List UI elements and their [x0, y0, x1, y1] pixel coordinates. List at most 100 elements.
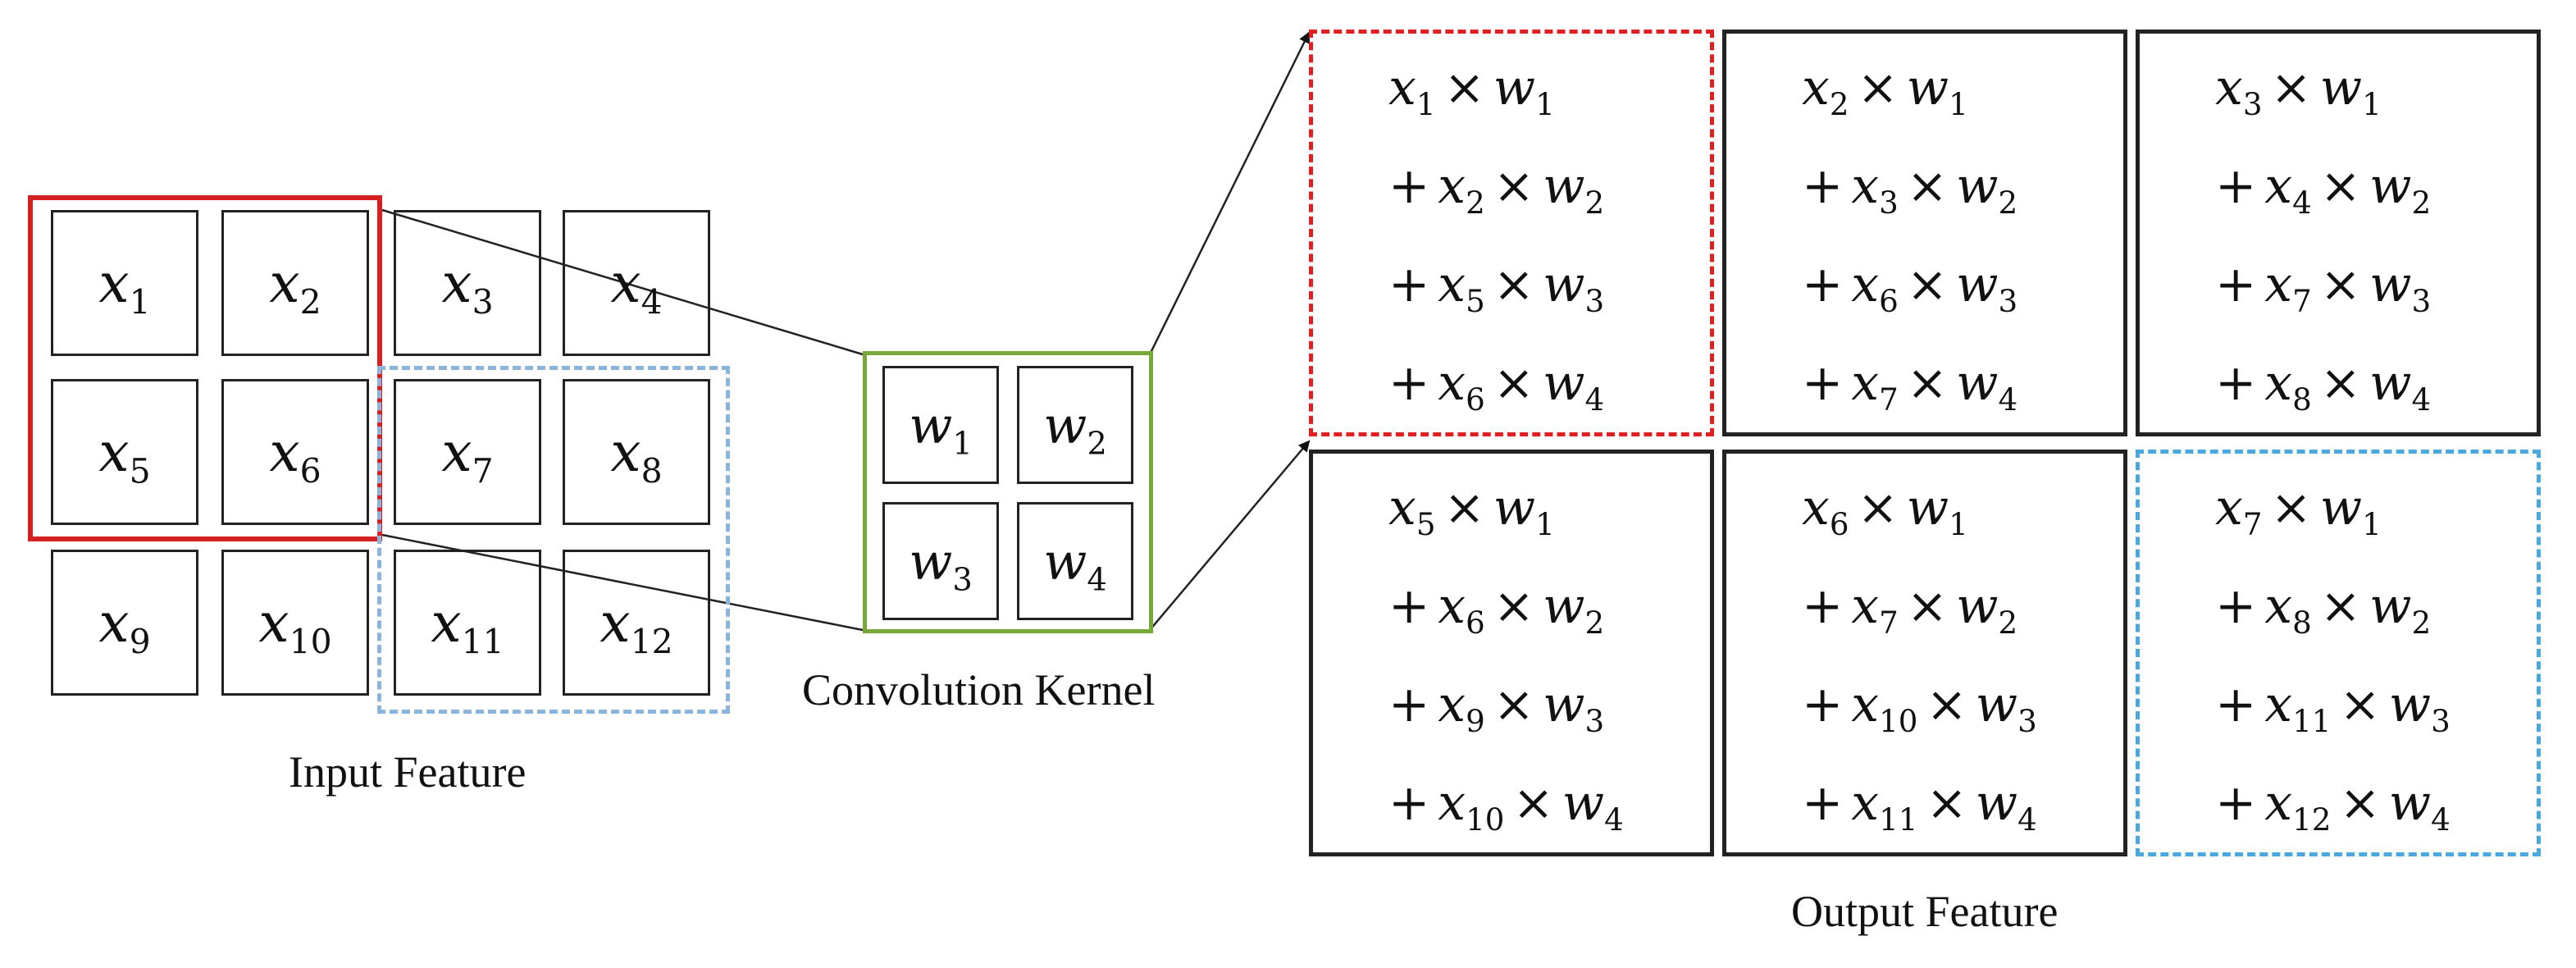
term-weight-w3: w3	[2369, 256, 2432, 320]
input-cell-x8: x8	[563, 379, 710, 525]
input-value-x5: x5	[98, 420, 151, 491]
output-cell-1: x1×w1 +x2×w2 +x5×w3 +x6×w4	[1309, 30, 1714, 436]
input-value-x12: x12	[600, 591, 673, 661]
output-term-1: x3×w1	[2215, 59, 2382, 123]
input-feature-caption: Input Feature	[289, 747, 527, 797]
kernel-value-w4: w4	[1043, 531, 1107, 598]
term-input-x9: x9	[1438, 676, 1485, 740]
term-weight-w4: w4	[1975, 774, 2037, 838]
kernel-value-w1: w1	[909, 395, 973, 462]
term-input-x6: x6	[1851, 256, 1899, 320]
output-term-1: x1×w1	[1388, 59, 1555, 123]
input-cell-x5: x5	[51, 379, 198, 525]
output-cell-4: x5×w1+x6×w2+x9×w3+x10×w4	[1309, 450, 1714, 856]
term-weight-w1: w1	[1493, 59, 1555, 123]
term-input-x4: x4	[2264, 158, 2312, 221]
output-term-1: x7×w1	[2215, 479, 2382, 543]
kernel-to-output-bottom-arrow	[1149, 440, 1311, 631]
first-window-highlight	[28, 195, 382, 541]
output-feature-caption: Output Feature	[1791, 887, 2059, 936]
term-input-x8: x8	[2264, 578, 2312, 642]
term-weight-w2: w2	[2369, 578, 2432, 642]
input-value-x9: x9	[98, 591, 151, 661]
kernel-to-output-top-arrow	[1148, 31, 1311, 355]
term-weight-w3: w3	[1543, 256, 1605, 320]
term-input-x6: x6	[1438, 578, 1485, 642]
kernel-frame	[863, 351, 1153, 633]
term-weight-w4: w4	[1562, 774, 1624, 838]
output-term-3: +x10×w3	[1802, 676, 2037, 740]
kernel-value-w3: w3	[909, 531, 973, 598]
output-term-2: +x7×w2	[1802, 578, 2018, 642]
kernel-cell-w2: w2	[1017, 366, 1133, 484]
output-term-4: +x12×w4	[2215, 774, 2451, 838]
term-weight-w3: w3	[2388, 676, 2451, 740]
term-input-x10: x10	[1438, 774, 1505, 838]
input-value-x2: x2	[269, 251, 321, 322]
output-term-2: +x2×w2	[1388, 158, 1605, 221]
input-cell-x11: x11	[394, 550, 541, 696]
term-input-x2: x2	[1802, 59, 1849, 123]
output-cell-3: x3×w1 +x4×w2 +x7×w3 +x8×w4	[2136, 30, 2541, 436]
term-weight-w4: w4	[1543, 354, 1605, 418]
term-input-x7: x7	[2215, 479, 2263, 543]
term-input-x1: x1	[1388, 59, 1436, 123]
term-input-x3: x3	[1851, 158, 1899, 221]
output-term-1: x2×w1	[1802, 59, 1968, 123]
term-input-x7: x7	[1851, 354, 1899, 418]
output-term-3: +x5×w3	[1388, 256, 1605, 320]
term-input-x10: x10	[1851, 676, 1918, 740]
input-value-x10: x10	[258, 591, 332, 661]
input-value-x8: x8	[610, 420, 663, 491]
output-term-2: +x8×w2	[2215, 578, 2432, 642]
output-term-2: +x3×w2	[1802, 158, 2018, 221]
term-weight-w2: w2	[1956, 158, 2018, 221]
output-cell-6: x7×w1 +x8×w2 +x11×w3 +x12×w4	[2136, 450, 2541, 856]
term-input-x6: x6	[1802, 479, 1849, 543]
output-term-3: +x7×w3	[2215, 256, 2432, 320]
term-input-x8: x8	[2264, 354, 2312, 418]
term-input-x12: x12	[2264, 774, 2332, 838]
term-input-x11: x11	[2264, 676, 2332, 740]
term-input-x7: x7	[2264, 256, 2312, 320]
output-term-2: +x4×w2	[2215, 158, 2432, 221]
output-term-4: +x7×w4	[1802, 354, 2018, 418]
output-term-1: x5×w1	[1388, 479, 1555, 543]
term-input-x6: x6	[1438, 354, 1485, 418]
term-weight-w4: w4	[1956, 354, 2018, 418]
output-term-1: x6×w1	[1802, 479, 1968, 543]
term-weight-w2: w2	[1543, 158, 1605, 221]
output-term-3: +x6×w3	[1802, 256, 2018, 320]
input-value-x7: x7	[441, 420, 494, 491]
input-cell-x9: x9	[51, 550, 198, 696]
input-value-x11: x11	[431, 591, 504, 661]
output-cell-5: x6×w1 +x7×w2 +x10×w3 +x11×w4	[1722, 450, 2127, 856]
input-cell-x4: x4	[563, 210, 710, 356]
term-weight-w1: w1	[1906, 479, 1968, 543]
term-weight-w1: w1	[2319, 59, 2382, 123]
input-cell-x3: x3	[394, 210, 541, 356]
input-cell-x1: x1	[51, 210, 198, 356]
kernel-cell-w3: w3	[882, 502, 999, 620]
term-weight-w3: w3	[1543, 676, 1605, 740]
output-term-3: +x11×w3	[2215, 676, 2451, 740]
term-weight-w1: w1	[1906, 59, 1968, 123]
term-input-x5: x5	[1388, 479, 1436, 543]
output-term-4: +x10×w4	[1388, 774, 1624, 838]
output-term-4: +x11×w4	[1802, 774, 2037, 838]
input-value-x1: x1	[98, 251, 151, 322]
input-value-x3: x3	[441, 251, 494, 322]
output-term-4: +x6×w4	[1388, 354, 1605, 418]
output-cell-2: x2×w1 +x3×w2 +x6×w3 +x7×w4	[1722, 30, 2127, 436]
term-weight-w2: w2	[1543, 578, 1605, 642]
kernel-value-w2: w2	[1043, 395, 1107, 462]
last-window-highlight	[377, 366, 730, 714]
output-term-3: +x9×w3	[1388, 676, 1605, 740]
output-term-4: +x8×w4	[2215, 354, 2432, 418]
convolution-kernel-caption: Convolution Kernel	[802, 665, 1156, 715]
term-input-x5: x5	[1438, 256, 1485, 320]
input-cell-x10: x10	[221, 550, 369, 696]
term-weight-w2: w2	[1956, 578, 2018, 642]
term-weight-w2: w2	[2369, 158, 2432, 221]
